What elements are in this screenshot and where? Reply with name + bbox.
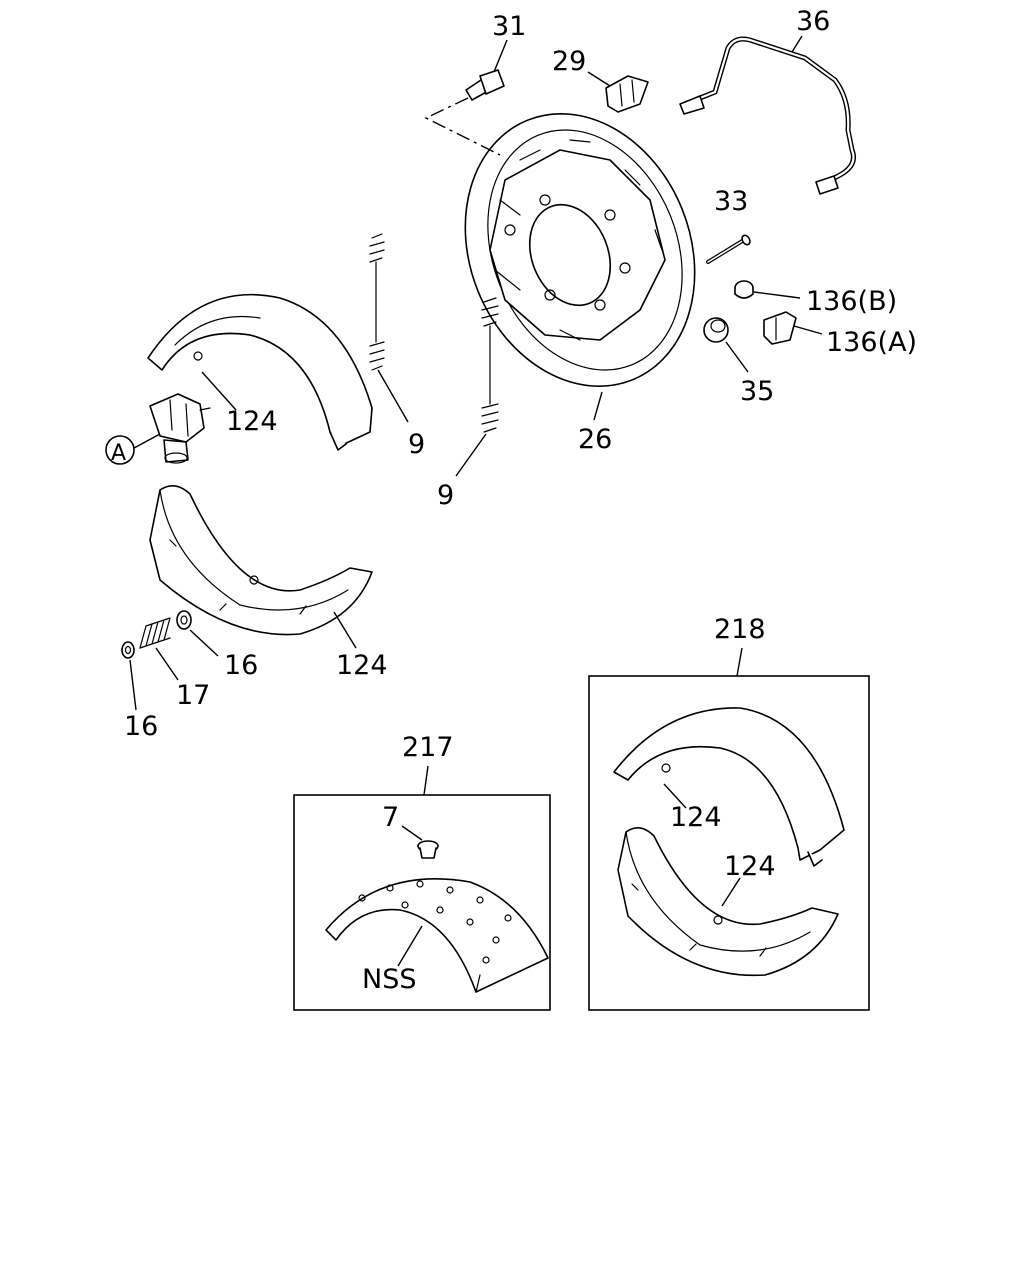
assembly-line-31 (424, 97, 501, 156)
sensor-bracket (605, 75, 649, 113)
callout-124-upper: 124 (226, 406, 278, 437)
leader-17 (155, 647, 179, 681)
hold-down-spring (139, 617, 171, 649)
callout-29: 29 (552, 46, 586, 77)
leader-36 (791, 35, 803, 53)
reference-circle-A (105, 435, 135, 465)
brake-shoe-lower (149, 485, 373, 636)
leader-124-kit-upper (663, 783, 687, 809)
callout-16-left: 16 (124, 711, 158, 742)
brake-lining (325, 878, 549, 993)
callout-17: 17 (176, 680, 210, 711)
return-spring-upper (369, 233, 385, 371)
return-spring-lower (481, 297, 499, 433)
leader-26 (593, 391, 603, 421)
leader-31 (493, 39, 508, 73)
callout-124-kit-upper: 124 (670, 802, 722, 833)
plug (703, 317, 729, 343)
leader-29 (587, 71, 611, 87)
kit-217-frame (293, 794, 551, 1011)
clip-136a (763, 311, 797, 345)
washer-right (176, 610, 192, 630)
kit-shoe-lower (617, 827, 839, 977)
cap-136b (734, 280, 754, 299)
leader-9-lower (455, 433, 487, 477)
callout-218: 218 (714, 614, 766, 645)
callout-36: 36 (796, 6, 830, 37)
leader-124-upper (201, 371, 237, 411)
leader-124-lower (333, 611, 357, 649)
wheel-cylinder (149, 393, 211, 464)
callout-NSS: NSS (362, 964, 416, 995)
callout-9-lower: 9 (437, 480, 454, 511)
kit-218-frame (588, 675, 870, 1011)
pin (706, 234, 751, 264)
leader-A (133, 433, 161, 449)
callout-217: 217 (402, 732, 454, 763)
leader-7 (401, 825, 423, 841)
kit-shoe-upper (613, 707, 845, 867)
brake-pipe (679, 36, 856, 195)
callout-7: 7 (382, 802, 399, 833)
callout-26: 26 (578, 424, 612, 455)
callout-16-right: 16 (224, 650, 258, 681)
leader-35 (725, 341, 749, 373)
callout-31: 31 (492, 11, 526, 42)
washer-left (121, 641, 135, 659)
leader-16-left (129, 659, 137, 711)
callout-9-upper: 9 (408, 429, 425, 460)
callout-136b: 136(B) (806, 286, 897, 317)
callout-124-kit-lower: 124 (724, 851, 776, 882)
leader-218 (736, 647, 743, 677)
callout-136a: 136(A) (826, 327, 917, 358)
leader-217 (423, 765, 429, 796)
brake-shoe-upper (147, 293, 373, 451)
bolt (465, 69, 505, 101)
backing-plate (464, 113, 696, 387)
callout-35: 35 (740, 376, 774, 407)
leader-16-right (189, 629, 219, 657)
leader-136b (753, 291, 801, 299)
rivet (417, 840, 439, 859)
leader-NSS (397, 925, 423, 967)
leader-136a (793, 325, 823, 335)
leader-124-kit-lower (721, 877, 741, 907)
callout-33: 33 (714, 186, 748, 217)
callout-124-lower: 124 (336, 650, 388, 681)
callout-A: A (111, 441, 126, 466)
leader-9-upper (377, 369, 409, 423)
